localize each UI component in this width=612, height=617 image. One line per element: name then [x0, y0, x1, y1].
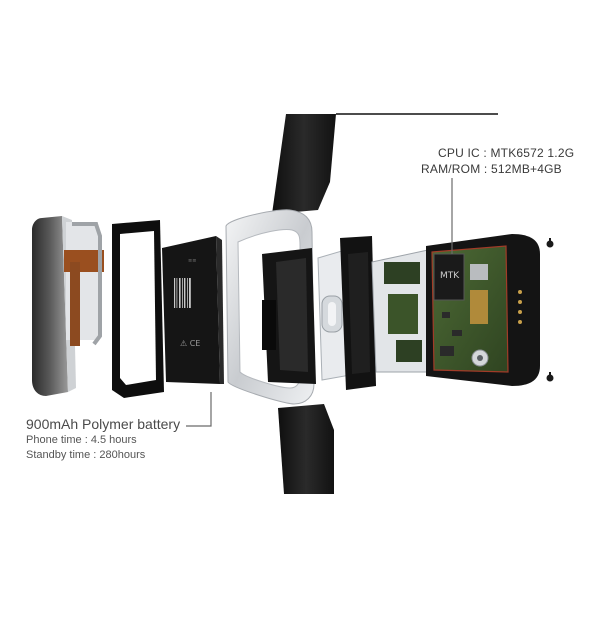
screw-top [546, 238, 554, 248]
svg-text:≡≡: ≡≡ [188, 258, 196, 264]
shield-plate [371, 249, 431, 373]
cpu-chip [433, 253, 465, 301]
phone-time-annotation: Phone time : 4.5 hours [26, 434, 137, 446]
ram-annotation: RAM/ROM : 512MB+4GB [421, 162, 562, 176]
screen-module [32, 216, 104, 396]
leader-line-battery [186, 392, 212, 427]
chip-marking: MTK [440, 271, 460, 281]
main-pcb: MTK [426, 234, 540, 386]
screw-bottom [546, 372, 554, 382]
svg-text:⚠ CE: ⚠ CE [180, 339, 200, 348]
gasket-frame [112, 220, 164, 398]
strap-bottom [278, 404, 334, 494]
strap-top [272, 114, 336, 214]
standby-time-annotation: Standby time : 280hours [26, 449, 146, 461]
battery: ⚠ CE ≡≡ [162, 236, 224, 384]
middle-frame [262, 248, 316, 384]
chassis [317, 236, 376, 390]
cpu-annotation: CPU IC : MTK6572 1.2G [438, 146, 575, 160]
battery-annotation-title: 900mAh Polymer battery [26, 416, 181, 432]
